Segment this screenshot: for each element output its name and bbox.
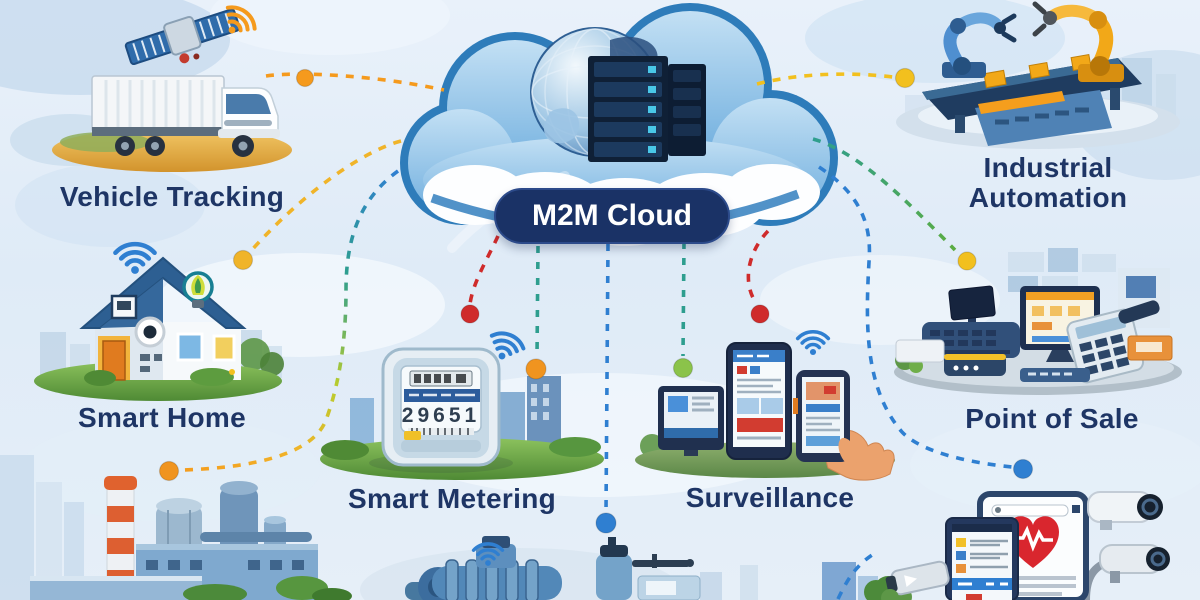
dot-point-of-sale [957,251,977,271]
dot-machine [595,512,617,534]
connector-cloud-surveillance-red [746,229,770,304]
satellite-icon [124,8,241,66]
connector-cloud-healthcare [818,165,1013,469]
dot-vehicle-tracking [295,68,315,88]
barcode-scanner-icon [1118,300,1173,361]
machine-bed-icon [975,90,1112,146]
dot-smart-metering-orange [525,358,547,380]
label-point-of-sale: Point of Sale [965,403,1139,434]
pos-background-shelves [1008,248,1170,328]
point-of-sale-illustration [894,248,1182,395]
smart-home-wifi-icon [113,241,157,274]
cctv-camera-bottom-icon [1099,544,1170,583]
surveillance-illustration [635,329,895,481]
meter-reading: 29651 [402,404,480,427]
dot-smart-metering-red [460,304,480,324]
dot-factory [158,460,180,482]
smart-home-illustration [34,241,284,401]
connector-cloud-smart-metering-teal [535,245,540,358]
m2m-cloud-pill: M2M Cloud [494,188,730,244]
connector-cloud-smart-metering-red [468,235,500,305]
dot-industrial-automation [894,67,916,89]
smart-meter-icon: 29651 [369,347,513,473]
handheld-phone-icon [793,370,895,481]
connector-lines [181,72,1013,600]
blue-robot-arm-icon [942,12,1017,78]
connector-cloud-machine [604,243,610,513]
label-industrial-line2: Automation [968,182,1128,213]
connector-dots [158,67,1034,534]
surveillance-wifi-icon [795,329,831,356]
health-tablet-icon [945,517,1019,600]
yellow-robot-arm-icon [1032,1,1124,82]
label-smart-home: Smart Home [78,402,246,433]
truck-icon [91,75,280,157]
connector-cloud-point-of-sale [812,137,957,252]
factory-illustration [0,455,352,600]
industrial-automation-illustration [896,1,1180,149]
connector-cloud-vehicle-tracking [265,72,445,92]
card-reader-icon [944,354,1090,382]
connector-cloud-surveillance-teal [681,241,686,357]
dot-surveillance-red [750,304,770,324]
label-vehicle-tracking: Vehicle Tracking [59,181,285,212]
smart-meter-wifi-icon [489,331,526,360]
connector-cloud-industrial-automation [756,72,894,86]
healthcare-surveillance-illustration [864,491,1170,600]
machine-background-city [700,562,878,600]
smart-metering-illustration: 29651 [320,331,604,480]
connector-cloud-factory [181,169,400,472]
camera-left-icon [885,560,950,596]
machine-wifi-icon [471,542,505,566]
smart-bulb-icon [182,271,214,308]
house-icon [79,256,247,386]
satellite-wifi-icon [225,5,257,34]
dot-surveillance-green [672,357,694,379]
server-rack-icon [588,56,706,162]
label-industrial-line1: Industrial [983,152,1113,183]
monitor-device-icon [658,386,724,456]
label-industrial-automation: Industrial Automation [938,153,1158,213]
dot-healthcare [1012,458,1034,480]
dot-smart-home [232,249,254,271]
label-smart-metering: Smart Metering [347,483,557,514]
label-surveillance: Surveillance [685,482,855,513]
tablet-device-icon [726,342,792,460]
industrial-machine-illustration [360,536,912,600]
vehicle-tracking-illustration [10,5,292,172]
connector-bottom-edge [836,553,874,600]
pump-machine-icon [405,536,701,600]
cash-register-icon [895,285,1020,363]
cctv-camera-top-icon [1087,491,1163,530]
connector-cloud-smart-home [248,139,402,254]
